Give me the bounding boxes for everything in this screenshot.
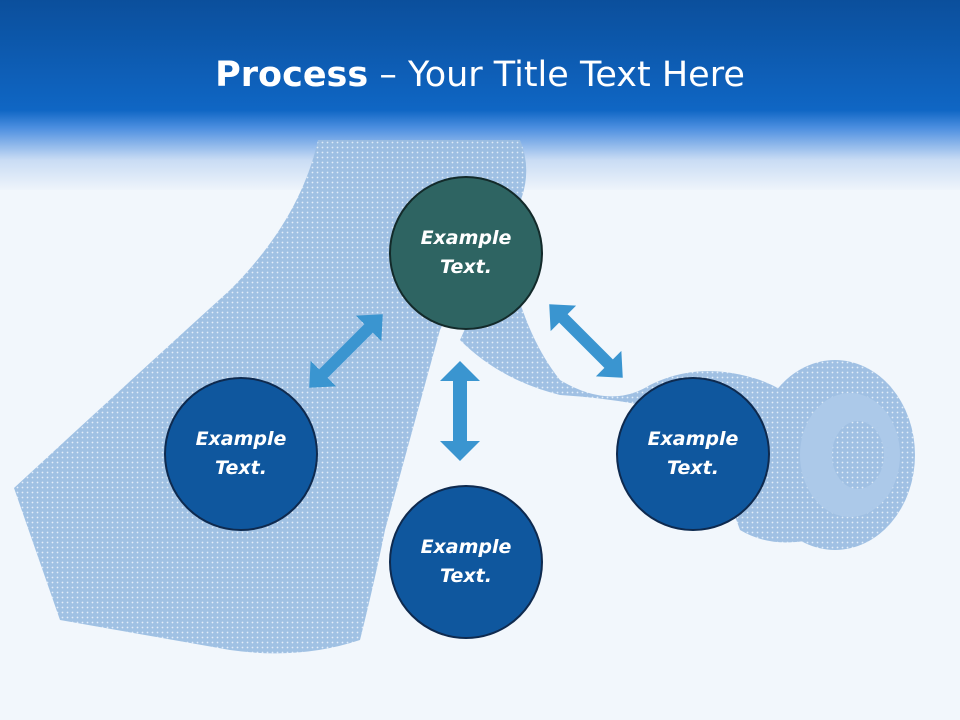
slide-title: Process – Your Title Text Here — [0, 52, 960, 98]
title-bold: Process — [215, 55, 369, 95]
node-left-label: Example Text. — [195, 428, 287, 479]
node-center-label: Example Text. — [420, 227, 512, 278]
node-bottom-label: Example Text. — [420, 536, 512, 587]
double-arrow-left — [309, 314, 383, 388]
title-rest: – Your Title Text Here — [368, 55, 745, 95]
process-node-left[interactable]: Example Text. — [164, 377, 318, 531]
node-right-label: Example Text. — [647, 428, 739, 479]
process-node-right[interactable]: Example Text. — [616, 377, 770, 531]
process-node-bottom[interactable]: Example Text. — [389, 485, 543, 639]
process-node-center[interactable]: Example Text. — [389, 176, 543, 330]
double-arrow-right — [549, 304, 623, 378]
double-arrow-bottom — [440, 361, 480, 461]
arrows — [309, 304, 623, 461]
